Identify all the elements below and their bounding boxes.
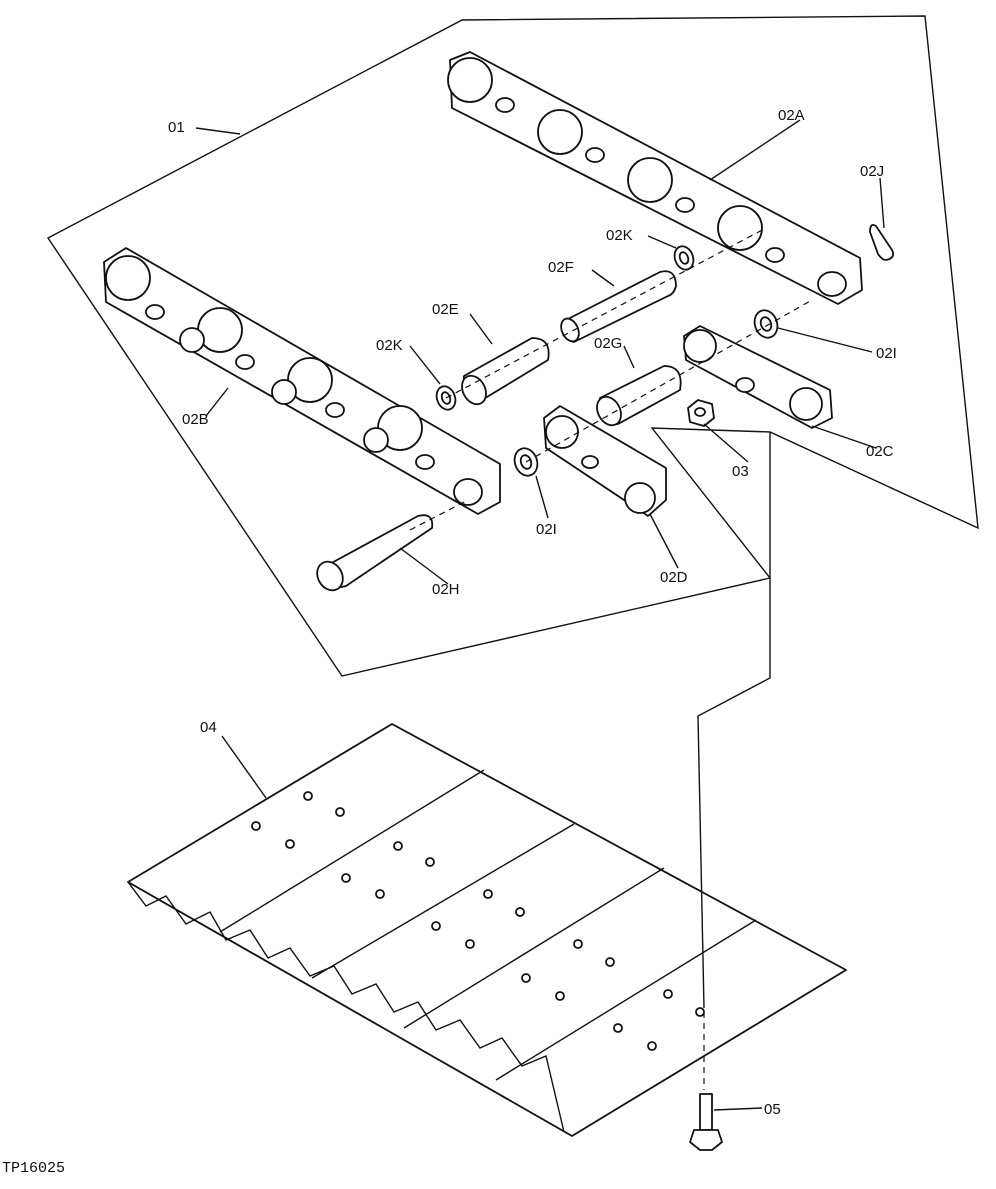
label-02G: 02G bbox=[594, 335, 622, 352]
label-02C: 02C bbox=[866, 443, 894, 460]
label-02K-left: 02K bbox=[376, 337, 403, 354]
leader-lines bbox=[195, 119, 885, 1111]
bushing-02E bbox=[461, 337, 550, 406]
label-02K-top: 02K bbox=[606, 227, 633, 244]
bushing-02G bbox=[596, 365, 682, 427]
label-05: 05 bbox=[764, 1101, 781, 1118]
pin-02F bbox=[560, 270, 677, 343]
label-02E: 02E bbox=[432, 301, 459, 318]
label-02J: 02J bbox=[860, 163, 884, 180]
label-02F: 02F bbox=[548, 259, 574, 276]
washer-02K-top bbox=[673, 245, 695, 271]
label-02A: 02A bbox=[778, 107, 805, 124]
label-02H: 02H bbox=[432, 581, 460, 598]
track-shoe-assembly-04 bbox=[127, 723, 847, 1137]
label-02I-mid: 02I bbox=[536, 521, 557, 538]
cotter-pin-02J bbox=[869, 223, 895, 261]
track-link-chain-02B bbox=[103, 247, 501, 515]
washer-02I-right bbox=[753, 309, 779, 339]
nut-03 bbox=[687, 399, 715, 427]
label-02B: 02B bbox=[182, 411, 209, 428]
bolt-05 bbox=[689, 1093, 723, 1151]
washer-02K-left bbox=[435, 385, 457, 411]
axis-line-upper bbox=[445, 227, 767, 399]
track-link-chain-02A bbox=[447, 51, 863, 305]
label-01: 01 bbox=[168, 119, 185, 136]
track-link-02D bbox=[543, 405, 667, 517]
label-02I-right: 02I bbox=[876, 345, 897, 362]
label-03: 03 bbox=[732, 463, 749, 480]
pin-02H bbox=[316, 514, 434, 592]
label-02D: 02D bbox=[660, 569, 688, 586]
label-04: 04 bbox=[200, 719, 217, 736]
figure-caption: TP16025 bbox=[2, 1160, 65, 1177]
